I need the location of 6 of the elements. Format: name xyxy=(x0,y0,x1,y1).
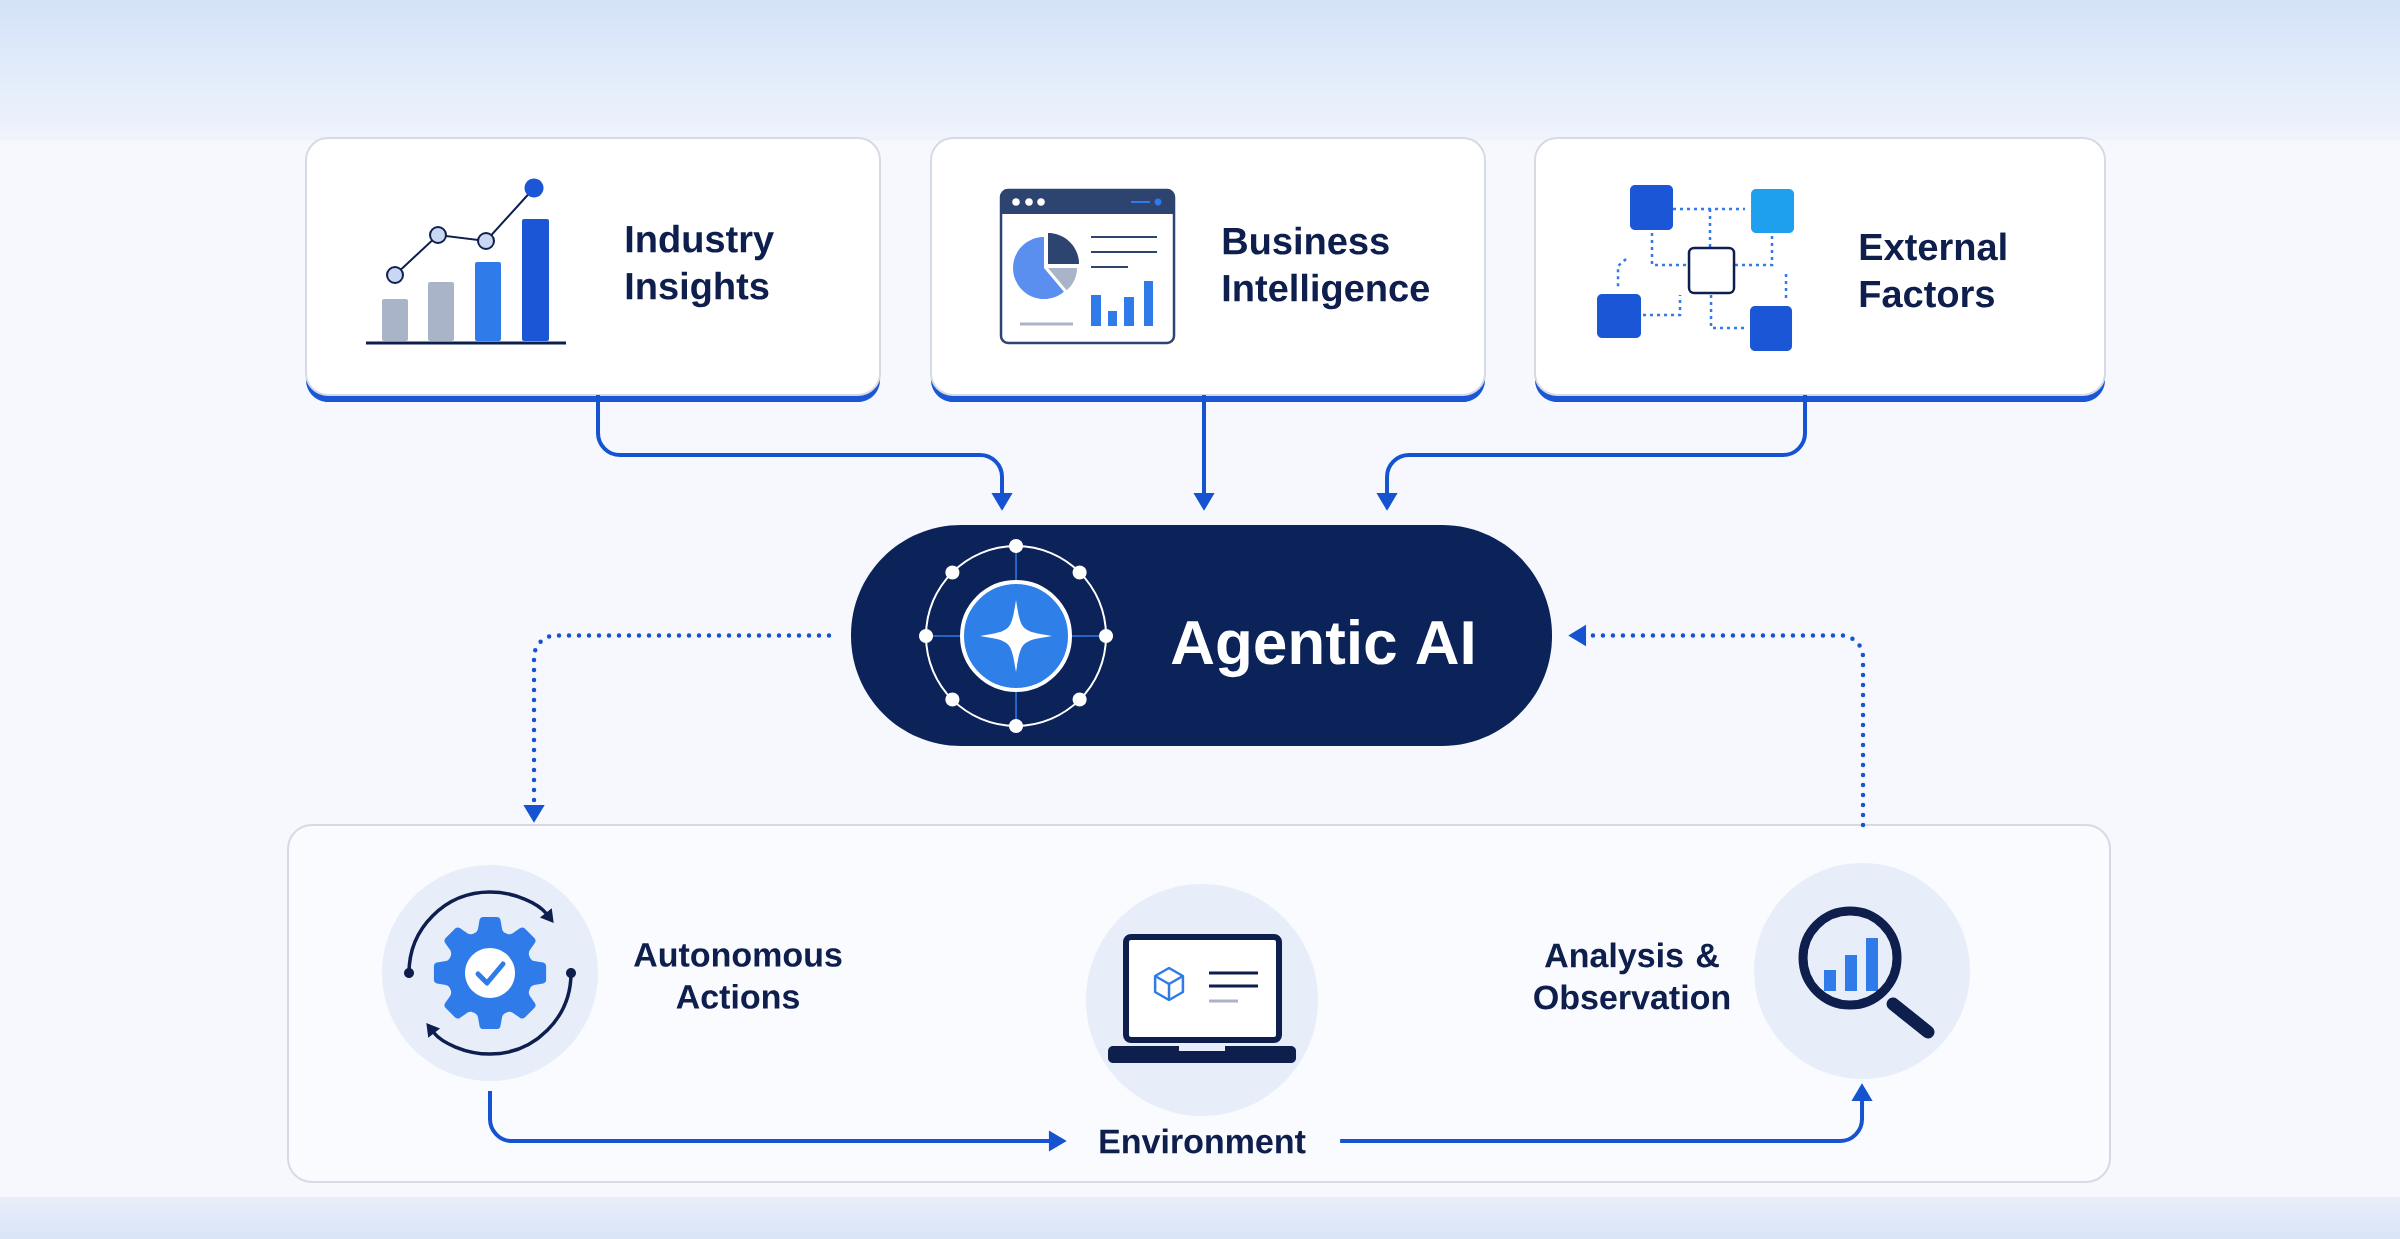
laptop-icon xyxy=(1086,884,1318,1116)
node-label: Environment xyxy=(1100,1128,1306,1154)
node-label: Analysis & Observation xyxy=(1534,942,1730,1010)
node-label: Autonomous Actions xyxy=(634,943,842,1009)
card: External Factors xyxy=(1534,137,2107,402)
card: Industry Insights xyxy=(305,137,881,402)
